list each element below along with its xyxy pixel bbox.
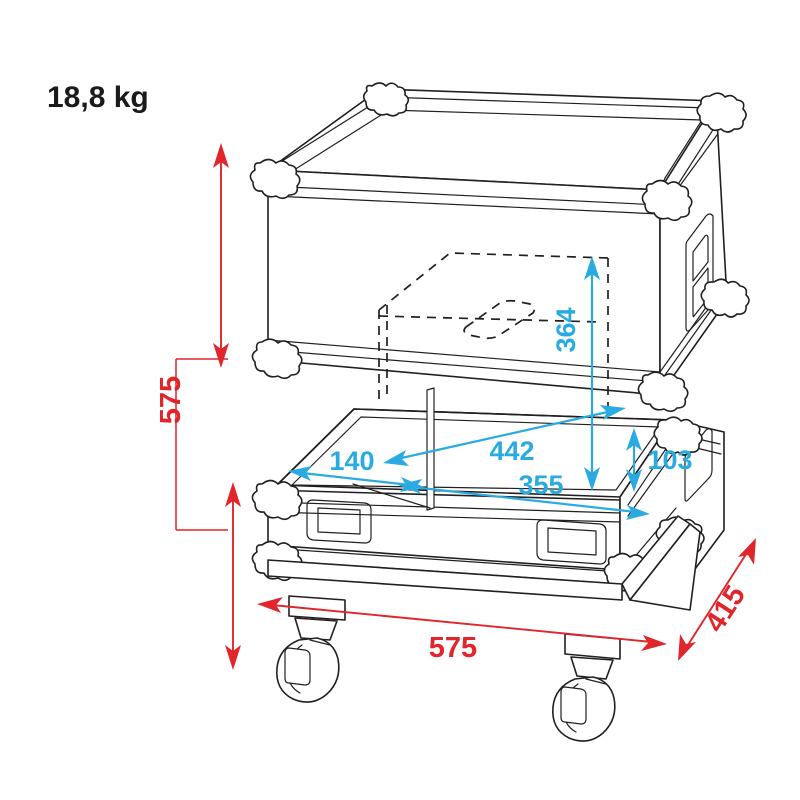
dim-inner-depth-arrow-left	[288, 466, 312, 481]
dim-depth-line	[685, 550, 749, 649]
dim-height-lower-arrow-top	[225, 482, 241, 507]
base-handle-right-outer	[536, 519, 607, 565]
caster-right-fork-top	[570, 656, 614, 680]
caster-right-detail	[585, 678, 607, 685]
base-handle-right-inner	[547, 527, 597, 556]
caster-left-group	[276, 595, 346, 703]
dim-inner-width-line	[396, 409, 613, 461]
base-front-trim-c	[267, 547, 623, 573]
base-rim-back	[353, 408, 673, 421]
ball-corner-base-front-left	[251, 479, 303, 521]
base-divider-floor-line	[352, 483, 431, 509]
hidden-edge-front	[378, 315, 601, 323]
ball-corner-lid-front-right	[641, 179, 693, 222]
caster-left-fork-top	[294, 617, 338, 641]
ball-corner-lid-bottom-right	[637, 371, 689, 413]
dim-inner-width-arrow-left	[383, 450, 409, 466]
caster-left-plate	[288, 595, 346, 621]
caster-left-bracket	[284, 647, 311, 686]
weight-label: 18,8 kg	[47, 81, 149, 114]
dim-width-arrow-right	[641, 635, 667, 651]
base-handle-left-inner	[317, 507, 361, 535]
lid-side-handle-inner-upper	[692, 234, 709, 282]
dim-width-arrow-left	[257, 597, 283, 613]
caster-left-detail	[309, 639, 331, 646]
dim-height-lower-arrow-bottom	[225, 645, 241, 670]
dim-inner-height-arrow-top	[584, 256, 600, 280]
base-front-trim-a	[267, 501, 621, 514]
base-divider-post	[426, 387, 435, 511]
case-base-group	[251, 387, 725, 742]
base-rim-back-left	[276, 408, 355, 486]
dim-inner-depth-arrow-right	[400, 477, 424, 492]
ball-corner-lid-bottom-left	[251, 338, 303, 380]
caster-right-bracket	[560, 686, 587, 725]
caster-rear-right-stub	[629, 523, 701, 611]
lid-front-bottom-trim-a	[267, 339, 661, 373]
dim-base-tray-arrow-bottom	[626, 469, 642, 492]
dim-label-width-575: 575	[429, 632, 477, 664]
dim-label-base-tray-103: 103	[647, 445, 692, 475]
dim-depth-arrow-bottom	[678, 634, 696, 661]
lid-front-trim-b	[271, 195, 661, 215]
dim-height-upper-arrow-top	[213, 143, 229, 168]
dim-label-height-575: 575	[155, 376, 187, 424]
dim-label-inner-width-base-355: 355	[518, 470, 563, 500]
ball-corner-base-top-right-back	[653, 416, 703, 456]
dim-base-tray-arrow-top	[626, 428, 642, 451]
interior-hidden-volume	[378, 252, 609, 408]
hidden-edge-top	[378, 252, 609, 311]
ball-corner-lid-top-right-back	[696, 92, 747, 133]
lid-front-face	[267, 169, 661, 396]
base-front-trim-b	[269, 511, 621, 523]
dim-inner-width-base-line	[411, 485, 637, 514]
dim-label-inner-width-442: 442	[489, 436, 534, 466]
dim-height-upper-arrow-bottom	[213, 343, 229, 368]
case-lid-group	[249, 82, 750, 413]
hidden-inner-recess	[463, 299, 536, 340]
dim-inner-width-arrow-right	[600, 405, 626, 420]
base-side-handle	[684, 428, 713, 502]
ball-corner-lid-top-back	[362, 82, 410, 117]
dim-label-inner-height-364: 364	[551, 307, 581, 352]
caster-right-group	[552, 633, 621, 742]
base-handle-left-outer	[306, 499, 372, 544]
ball-corner-lid-front-left	[249, 158, 301, 200]
dim-width-line	[271, 604, 653, 643]
lid-front-trim-a	[267, 185, 661, 206]
dim-inner-height-arrow-bottom	[584, 467, 600, 491]
interior-dimensions-group: 364 442 355 140 103	[288, 256, 693, 520]
lid-front-bottom-trim-b	[267, 349, 661, 383]
dim-depth-arrow-top	[738, 538, 756, 565]
dim-inner-depth-line	[301, 471, 411, 487]
dim-inner-width-base-arrow-right	[626, 505, 650, 520]
base-skid-board	[267, 559, 623, 601]
ball-corner-lid-bottom-right-back	[700, 278, 750, 318]
dim-label-inner-depth-140: 140	[329, 446, 374, 476]
